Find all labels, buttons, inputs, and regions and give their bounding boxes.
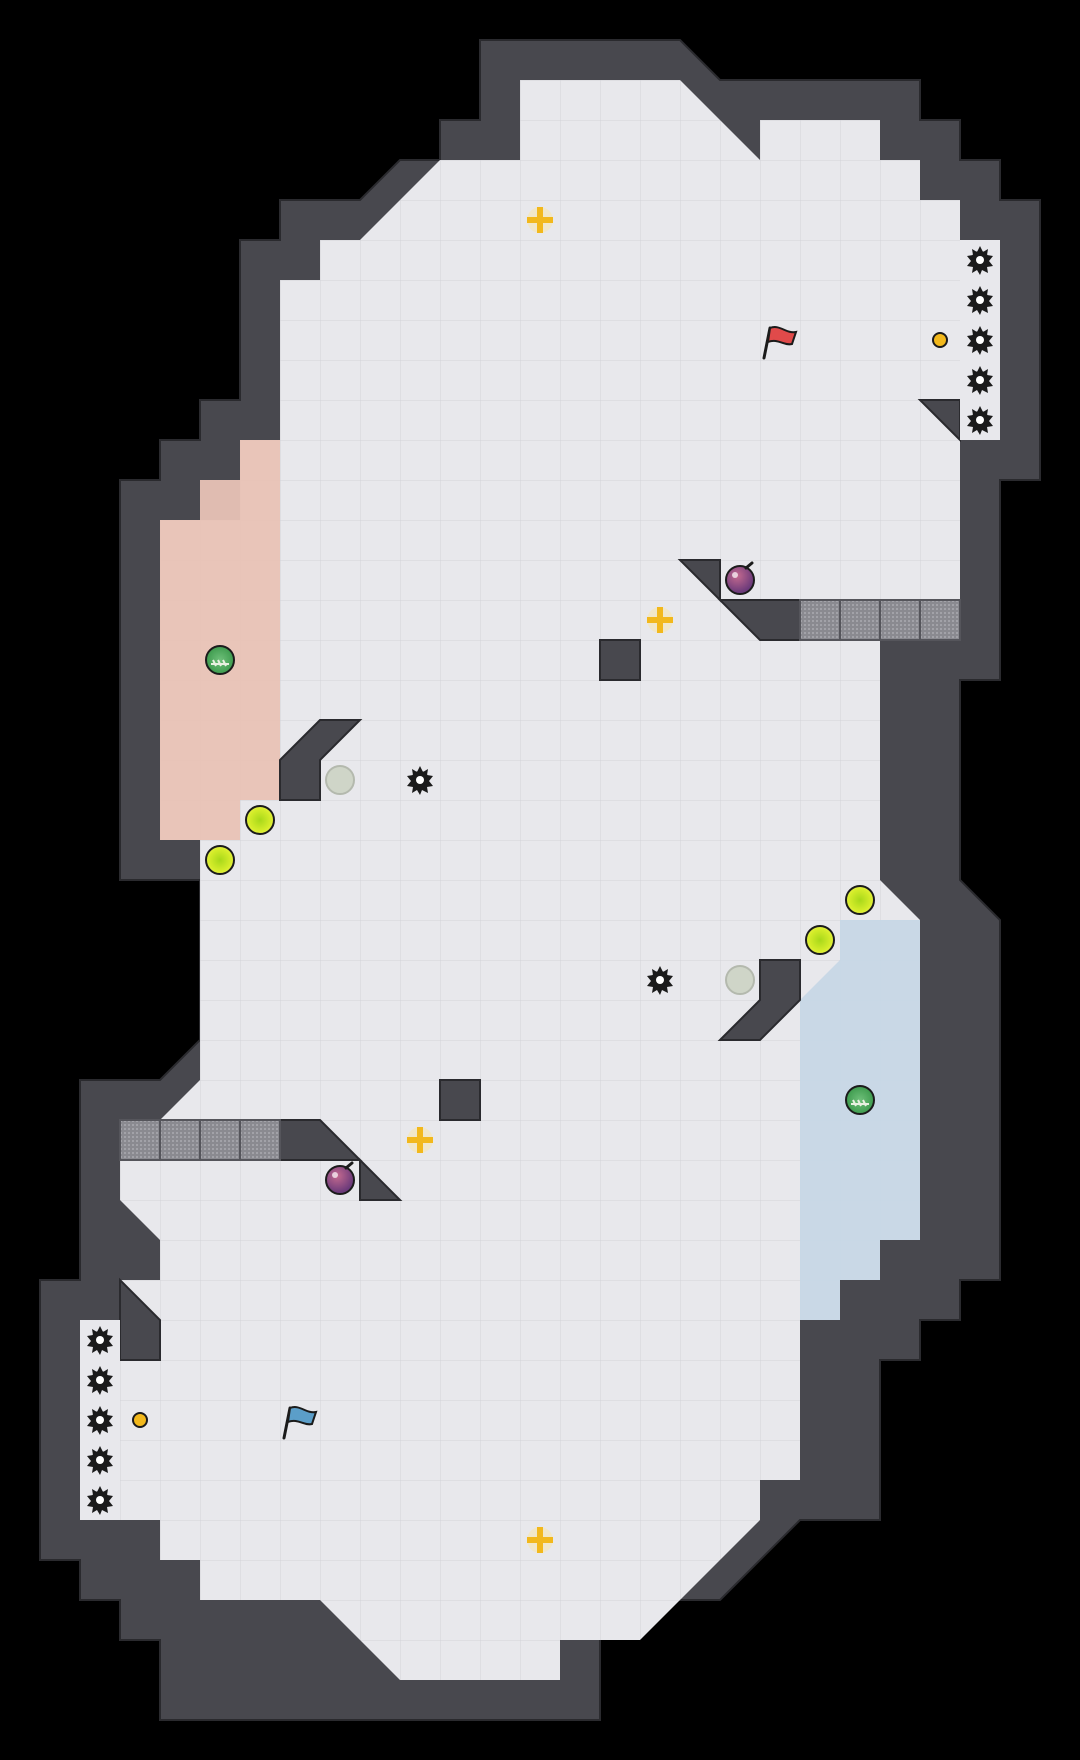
obstacles [119,399,961,1361]
gates [119,599,961,1161]
plus-icon [527,1527,553,1553]
portal-icon [845,1085,875,1115]
spike-column-right [960,240,1000,440]
plus-icon [527,207,553,233]
blue-team-zone [800,920,920,1320]
portal-icon [205,645,235,675]
block-obstacle [599,639,641,681]
boost-icon [805,925,835,955]
flag-icon [762,326,798,360]
boost-icon [205,845,235,875]
block-obstacle [439,1079,481,1121]
coin-icon [132,1412,148,1428]
red-team-zone [160,440,280,840]
wedge-obstacle [677,559,721,603]
flag-icon [282,1406,318,1440]
inactive-pad-icon [725,965,755,995]
bomb-icon [325,1161,355,1195]
bomb-icon [725,561,755,595]
boost-icon [845,885,875,915]
arena-floor [80,80,1000,1680]
wedge-obstacle [717,959,801,1041]
wedge-obstacle [279,719,363,801]
plus-icon [407,1127,433,1153]
spike-column-left [80,1320,120,1520]
boosts [205,805,875,955]
boost-icon [245,805,275,835]
wedge-obstacle [359,1157,403,1201]
plus-icon [647,607,673,633]
coin-icon [932,332,948,348]
inactive-pad-icon [325,765,355,795]
